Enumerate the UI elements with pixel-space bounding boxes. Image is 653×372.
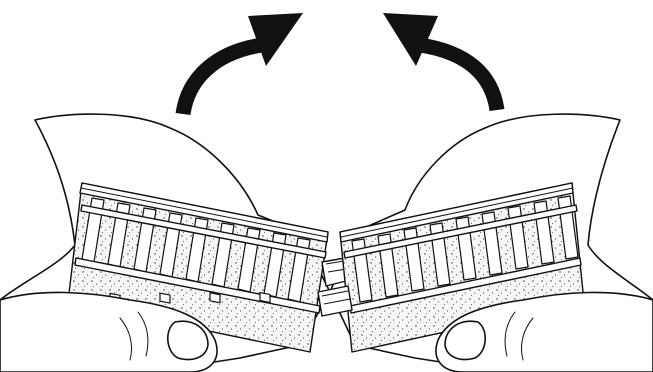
right-curved-arrow-icon xyxy=(383,13,497,110)
left-curved-arrow-icon xyxy=(183,13,303,114)
